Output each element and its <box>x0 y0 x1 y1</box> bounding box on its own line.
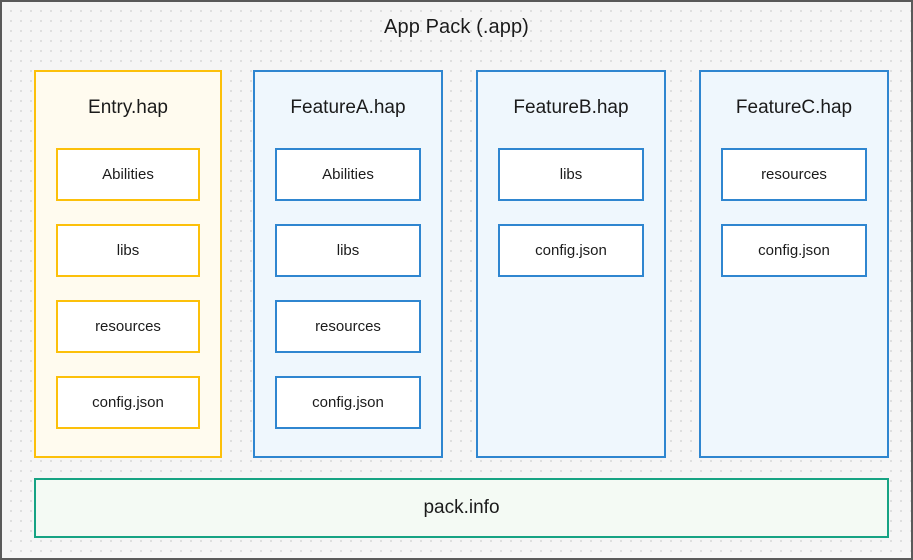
module-feature-c-item-config-json[interactable]: config.json <box>721 224 867 277</box>
module-feature-c[interactable]: FeatureC.hap resources config.json <box>699 70 889 458</box>
module-entry-item-resources[interactable]: resources <box>56 300 200 353</box>
module-feature-c-items: resources config.json <box>721 148 867 277</box>
item-label: libs <box>336 242 360 259</box>
item-label: Abilities <box>102 166 154 183</box>
pack-info-box[interactable]: pack.info <box>34 478 889 538</box>
pack-info-label: pack.info <box>423 497 500 518</box>
module-feature-b-items: libs config.json <box>498 148 644 277</box>
module-entry-item-libs[interactable]: libs <box>56 224 200 277</box>
item-label: resources <box>761 166 827 183</box>
item-label: Abilities <box>322 166 374 183</box>
item-label: config.json <box>535 242 607 259</box>
module-feature-b-item-config-json[interactable]: config.json <box>498 224 644 277</box>
module-feature-c-title: FeatureC.hap <box>735 97 853 118</box>
module-feature-a-item-libs[interactable]: libs <box>275 224 421 277</box>
module-feature-a-title: FeatureA.hap <box>290 97 406 118</box>
item-label: libs <box>559 166 583 183</box>
module-feature-b-item-libs[interactable]: libs <box>498 148 644 201</box>
module-feature-b[interactable]: FeatureB.hap libs config.json <box>476 70 666 458</box>
module-feature-a-item-resources[interactable]: resources <box>275 300 421 353</box>
module-entry[interactable]: Entry.hap Abilities libs resources confi… <box>34 70 222 458</box>
item-label: resources <box>95 318 161 335</box>
module-feature-a[interactable]: FeatureA.hap Abilities libs resources co… <box>253 70 443 458</box>
item-label: libs <box>116 242 140 259</box>
diagram-title: App Pack (.app) <box>384 16 529 38</box>
item-label: config.json <box>312 394 384 411</box>
module-entry-item-config-json[interactable]: config.json <box>56 376 200 429</box>
module-feature-c-item-resources[interactable]: resources <box>721 148 867 201</box>
module-entry-title: Entry.hap <box>88 97 168 118</box>
module-feature-a-item-abilities[interactable]: Abilities <box>275 148 421 201</box>
module-entry-items: Abilities libs resources config.json <box>56 148 200 429</box>
module-feature-b-title: FeatureB.hap <box>513 97 629 118</box>
item-label: config.json <box>758 242 830 259</box>
module-entry-item-abilities[interactable]: Abilities <box>56 148 200 201</box>
item-label: resources <box>315 318 381 335</box>
module-feature-a-items: Abilities libs resources config.json <box>275 148 421 429</box>
module-feature-a-item-config-json[interactable]: config.json <box>275 376 421 429</box>
item-label: config.json <box>92 394 164 411</box>
